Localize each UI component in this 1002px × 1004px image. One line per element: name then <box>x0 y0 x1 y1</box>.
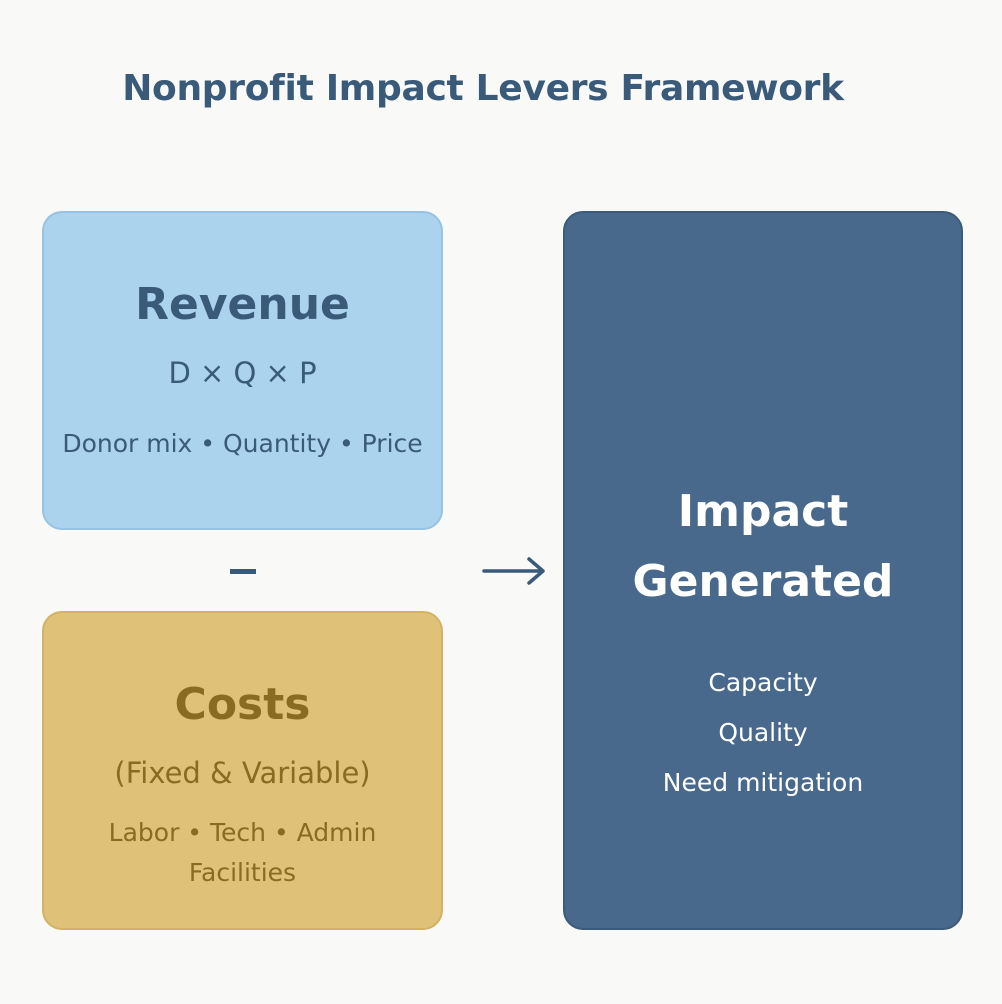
costs-box: Costs (Fixed & Variable) Labor • Tech • … <box>42 611 443 930</box>
revenue-detail: Donor mix • Quantity • Price <box>62 429 423 458</box>
impact-title-line-2: Generated <box>632 556 894 607</box>
impact-title-line-1: Impact <box>677 486 849 537</box>
costs-detail-line-2: Facilities <box>188 858 297 887</box>
impact-box: Impact Generated Capacity Quality Need m… <box>563 211 963 930</box>
impact-output-quality: Quality <box>718 718 808 747</box>
revenue-formula: D × Q × P <box>168 356 317 390</box>
costs-subtitle: (Fixed & Variable) <box>114 756 371 790</box>
minus-icon <box>230 569 256 574</box>
revenue-title: Revenue <box>135 279 350 330</box>
costs-title: Costs <box>174 679 311 730</box>
costs-detail-line-1: Labor • Tech • Admin <box>108 818 377 847</box>
impact-output-capacity: Capacity <box>708 668 818 697</box>
impact-title: Impact Generated <box>565 477 961 617</box>
right-arrow-icon <box>482 557 545 585</box>
impact-output-need-mitigation: Need mitigation <box>662 768 864 797</box>
revenue-box: Revenue D × Q × P Donor mix • Quantity •… <box>42 211 443 530</box>
diagram-title: Nonprofit Impact Levers Framework <box>122 68 844 109</box>
